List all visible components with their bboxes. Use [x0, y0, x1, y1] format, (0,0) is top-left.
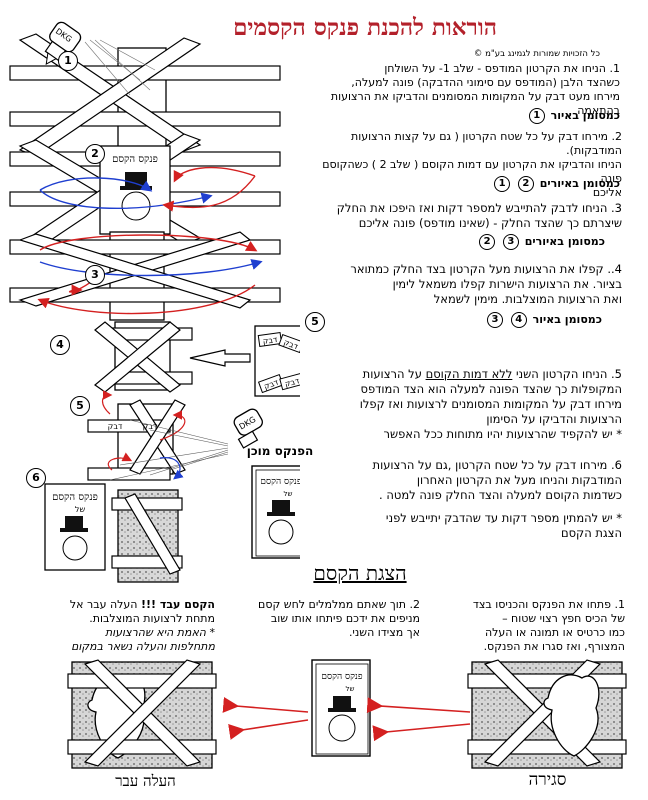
figure-number: 4	[50, 335, 70, 355]
step-3: 3. הניחו לדבק להתייבש למספר דקות ואז היפ…	[300, 201, 622, 231]
figure-number: 5	[70, 396, 90, 416]
figure-4	[94, 321, 251, 393]
book-of-text: של	[346, 685, 355, 693]
step-5-line-1: 5. הניחו הקרטון השני ללא דמות הקוסם על ה…	[300, 367, 622, 382]
magic-step-2: 2. תוך שאתם ממלמלים לחש קסם מניפים את יד…	[225, 598, 420, 640]
step-1-marked: כמסומן באיור 1	[430, 108, 620, 124]
step-5-post: על הרצועות	[362, 367, 422, 381]
book-title-text: פנקס הקסם	[260, 477, 300, 487]
marked-label: כמסומן באיור	[550, 109, 620, 122]
closed-book: פנקס הקסם של	[311, 659, 371, 757]
step-5: 5. הניחו הקרטון השני ללא דמות הקוסם על ה…	[300, 367, 622, 442]
figure-number: 2	[85, 144, 105, 164]
figure-1: DKG	[9, 21, 281, 157]
magic-3-line-3: * האמת היא שהרצועות	[104, 626, 215, 639]
step-3-line-1: 3. הניחו לדבק להתייבש למספר דקות ואז היפ…	[336, 201, 622, 215]
assembly-diagram: DKG פנקס הקסם	[9, 21, 300, 583]
step-6-line-4: * יש להמתין מספר דקות עד שהדבק יתייבש לפ…	[385, 511, 622, 525]
glue-label: דבק	[284, 376, 300, 389]
step-6-line-1: 6. מירחו דבק על כל שטח הקרטון ,גם על הרצ…	[372, 458, 622, 472]
step-ref-circle: 1	[528, 108, 545, 124]
step-ref-circle: 2	[517, 176, 534, 192]
glue-label: דבק	[108, 422, 123, 431]
figure-6: פנקס הקסם של	[44, 452, 184, 583]
magic-step-3: הקסם עבד !!! העלה עבר אל מתחת לרצועות המ…	[20, 598, 215, 654]
step-5-pre: 5. הניחו הקרטון השני	[515, 367, 622, 381]
step-ref-circle: 3	[502, 234, 519, 250]
magic-3-rest: העלה עבר אל	[69, 598, 138, 611]
figure-2: פנקס הקסם	[9, 133, 281, 251]
magic-3-line-1: הקסם עבד !!! העלה עבר אל	[20, 598, 215, 612]
ready-label: הפנקס מוכן	[246, 444, 314, 458]
figure-3	[9, 231, 281, 321]
step-ref-circle: 4	[510, 312, 527, 328]
step-2-marked: כמסומן באיורים 2 1	[400, 176, 620, 192]
step-1: 1. הניחו את הקרטון המודפס - שלב 1- על הש…	[300, 62, 620, 118]
magic-1-line-2: של הכיס חפץ רצוי שטוח –	[502, 612, 625, 625]
marked-label: כמסומן באיור	[532, 313, 602, 326]
figure-number: 1	[58, 51, 78, 71]
step-5-line-5: * יש להקפיד שהרצועות יהיו מתוחות ככל האפ…	[383, 427, 622, 441]
magic-3-line-2: מתחת לרצועות המוצלבות.	[89, 612, 215, 625]
step-2-line-3: אליכם	[592, 186, 622, 199]
step-ref-circle: 1	[494, 176, 511, 192]
marked-label: כמסומן באיורים	[539, 177, 620, 190]
step-1-line-1: 1. הניחו את הקרטון המודפס - שלב 1- על הש…	[384, 62, 620, 75]
magic-2-line-1: 2. תוך שאתם ממלמלים לחש קסם	[258, 598, 420, 611]
step-5-underlined: ללא דמות הקוסם	[425, 367, 513, 381]
step-2-line-2: הניחו והדביקו את הקרטון עם דמות הקוסם ( …	[322, 158, 622, 185]
magic-3-bold: הקסם עבד !!!	[140, 598, 215, 611]
figure-5-card: דבק דבק דבק דבק	[254, 325, 300, 397]
step-1-line-3: מירחו מעט דבק על המקומות המסומנים והדביק…	[330, 90, 620, 117]
page-title: הוראות להכנת פנקס הקסמים	[233, 14, 497, 41]
transition-arrows	[222, 696, 471, 742]
caption-leaf-moved: העלה עבר	[115, 772, 176, 790]
step-3-marked: כמסומן באיורים 3 2	[390, 234, 605, 250]
magic-3-line-4: מתחלפות והעלה נשאר במקום	[71, 640, 215, 653]
step-ref-circle: 2	[479, 234, 496, 250]
step-5-line-4: הרצועות והדביקו על הסימון	[486, 412, 622, 426]
glue-label: דבק	[262, 335, 278, 346]
step-4-line-2: בציור. את הרצועות הישרות קפלו משמאל לימי…	[392, 277, 622, 291]
step-6-line-2: המודבקות והניחו מעל את הקרטון האחרון	[416, 473, 622, 487]
glue-label: דבק	[143, 422, 158, 431]
step-6: 6. מירחו דבק על כל שטח הקרטון ,גם על הרצ…	[300, 458, 622, 541]
step-5-line-3: מירחו דבק על המקומות המסומנים לרצועות וא…	[359, 397, 622, 411]
book-title-text: פנקס הקסם	[321, 672, 362, 682]
step-2-line-1: 2. מירחו דבק על כל שטח הקרטון ( גם על קצ…	[351, 130, 622, 157]
magic-1-line-1: 1. פתחו את הפנקס והכניסו בצד	[472, 598, 625, 611]
magic-2-line-3: אך מצידו השני.	[348, 626, 420, 639]
marked-label: כמסומן באיורים	[524, 235, 605, 248]
step-4-line-1: 4.. קפלו את הרצועות מעל הקרטון בצד החלק …	[350, 262, 622, 276]
book-of-text: של	[75, 505, 86, 514]
magic-1-line-4: המצורף, ואז סגרו את הפנקס.	[483, 640, 625, 653]
copyright-note: כל הזכויות שמורות לגמינג בע"מ ©	[473, 49, 600, 59]
magic-step-1: 1. פתחו את הפנקס והכניסו בצד של הכיס חפץ…	[430, 598, 625, 654]
book-title-text: פנקס הקסם	[112, 154, 158, 165]
finished-notebook: פנקס הקסם של	[251, 465, 300, 559]
step-6-line-5: הצגת הקסם	[560, 526, 622, 540]
open-book	[467, 659, 627, 769]
figure-number: 6	[26, 468, 46, 488]
book-title-text: פנקס הקסם	[52, 492, 98, 503]
figure-number: 5	[305, 312, 325, 332]
magic-diagram: פנקס הקסם של	[67, 659, 627, 769]
magic-section-title: הצגת הקסם	[313, 561, 407, 585]
figure-number: 3	[85, 265, 105, 285]
step-4-line-3: ואת הרצועות המוצלבות. מימין לשמאל	[433, 292, 622, 306]
step-3-line-2: שיצרתם כך שהצד החלק - (שאינו מודפס) פונה…	[358, 216, 622, 230]
book-of-text: של	[284, 490, 293, 498]
magic-2-line-2: מניפים את ידכם פיתחו אותו שוב	[270, 612, 420, 625]
step-4: 4.. קפלו את הרצועות מעל הקרטון בצד החלק …	[300, 262, 622, 307]
step-6-line-3: כשדמות הקוסם למעלה והצד החלק פונה למטה .	[379, 488, 622, 502]
step-ref-circle: 3	[486, 312, 503, 328]
step-4-marked: כמסומן באיור 4 3	[380, 312, 602, 328]
figure-5: דבק דבק DKG	[87, 390, 263, 481]
caption-closing: סגירה	[528, 770, 567, 790]
step-1-line-2: כשהצד הלבן (המודפס עם סימוני ההדבקה) פונ…	[351, 76, 620, 89]
magic-1-line-3: כמו כרטיס או תמונה או העלה	[484, 626, 625, 639]
result-book	[67, 659, 217, 769]
step-5-line-2: המקופלות כך שהצד הפונה למעלה הוא הצד המו…	[360, 382, 622, 396]
step-2: 2. מירחו דבק על כל שטח הקרטון ( גם על קצ…	[300, 130, 622, 200]
